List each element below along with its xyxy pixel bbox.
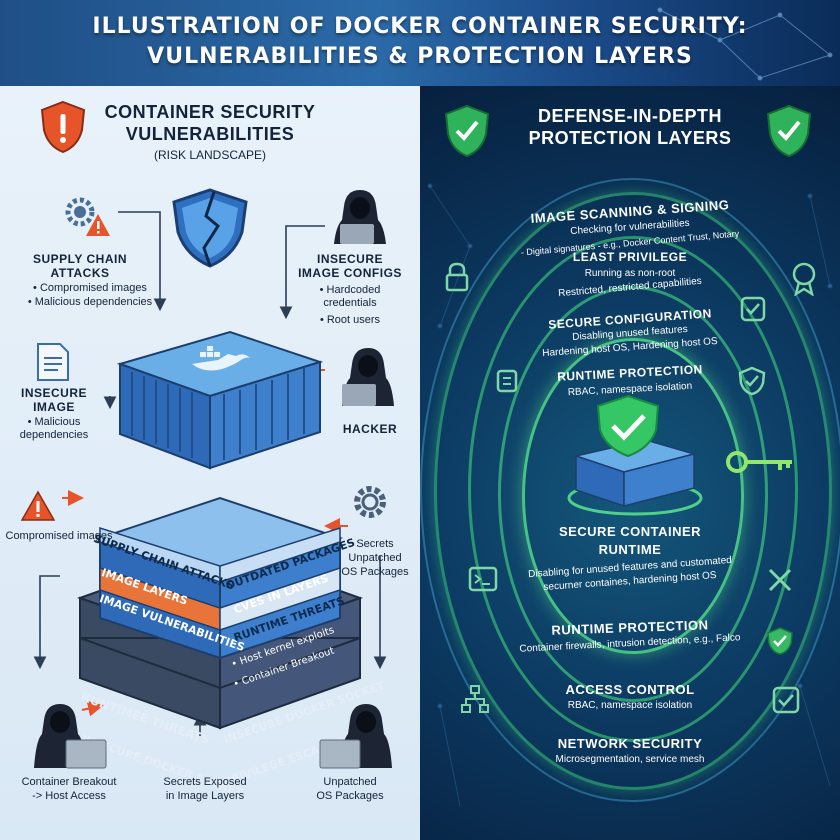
shield-check-icon <box>767 627 793 655</box>
bottom-label: OS Packages <box>316 790 384 802</box>
hacker-icon <box>319 704 392 769</box>
left-title-line1: CONTAINER SECURITY <box>104 102 316 122</box>
layer-text: Microsegmentation, service mesh <box>555 754 705 765</box>
hacker-label: HACKER <box>342 422 398 436</box>
check-shield-icon <box>444 104 490 158</box>
insecure-image-title1: INSECURE <box>20 386 87 400</box>
insecure-configs-item: • Root users <box>319 314 381 326</box>
gear-warning-icon <box>65 197 110 236</box>
supply-chain-item: • Malicious dependencies <box>27 296 153 308</box>
terminal-icon <box>468 566 498 592</box>
check-icon <box>772 686 800 714</box>
layer-text: Running as non-root <box>584 268 676 279</box>
tools-icon <box>768 568 792 592</box>
shield-check-icon <box>738 366 766 396</box>
right-title-line2: PROTECTION LAYERS <box>528 128 732 148</box>
secrets-label: Unpatched <box>348 552 402 564</box>
vulnerabilities-panel: CONTAINER SECURITY VULNERABILITIES (RISK… <box>0 86 420 840</box>
secrets-label: OS Packages <box>341 566 409 578</box>
right-title-line1: DEFENSE-IN-DEPTH <box>537 106 722 126</box>
lock-icon <box>445 262 469 292</box>
bottom-label: -> Host Access <box>32 790 106 802</box>
supply-chain-item: • Compromised images <box>33 282 147 294</box>
key-icon <box>726 451 792 473</box>
bottom-label: Secrets Exposed <box>163 776 247 788</box>
hacker-icon <box>334 190 386 244</box>
network-pattern-icon <box>657 7 833 81</box>
page-title-line1: ILLUSTRATION OF DOCKER CONTAINER SECURIT… <box>92 14 748 39</box>
page-title-line2: VULNERABILITIES & PROTECTION LAYERS <box>147 44 693 69</box>
check-shield-icon <box>766 104 812 158</box>
core-title: RUNTIME <box>598 542 662 557</box>
ring-runtime-protection <box>522 338 744 654</box>
header: ILLUSTRATION OF DOCKER CONTAINER SECURIT… <box>0 0 840 86</box>
supply-chain-title1: SUPPLY CHAIN <box>32 252 128 266</box>
insecure-image-item: dependencies <box>19 429 89 441</box>
ring-secure-configuration <box>498 286 768 702</box>
core-title: SECURE CONTAINER <box>558 524 702 539</box>
layer-title: NETWORK SECURITY <box>557 736 703 751</box>
insecure-image-item: • Malicious <box>27 416 81 428</box>
vulnerability-stack <box>77 496 363 730</box>
cracked-shield-icon <box>172 188 248 268</box>
hacker-icon <box>34 704 107 769</box>
supply-chain-title2: ATTACKS <box>50 266 110 280</box>
protection-panel: DEFENSE-IN-DEPTH PROTECTION LAYERS IMAGE… <box>420 86 840 840</box>
bottom-label: Unpatched <box>323 776 377 788</box>
document-icon <box>37 343 69 381</box>
insecure-image-title2: IMAGE <box>33 400 75 414</box>
insecure-configs-title2: IMAGE CONFIGS <box>298 266 402 280</box>
bottom-label: Container Breakout <box>21 776 117 788</box>
badge-icon <box>792 262 816 296</box>
layer-title: LEAST PRIVILEGE <box>572 250 688 264</box>
hacker-icon <box>342 348 394 406</box>
left-title-line2: VULNERABILITIES <box>125 124 295 144</box>
chip-icon <box>496 369 518 393</box>
bottom-label: in Image Layers <box>165 790 245 802</box>
warning-icon <box>20 490 56 521</box>
insecure-configs-title1: INSECURE <box>316 252 383 266</box>
ring-outer <box>420 178 840 802</box>
warning-shield-icon <box>40 100 86 154</box>
insecure-configs-item: credentials <box>323 297 377 309</box>
gear-icon <box>354 486 386 518</box>
docker-whale-icon <box>192 346 250 371</box>
secure-container-icon <box>567 394 703 516</box>
compromised-images-label: Compromised images <box>5 530 113 542</box>
check-icon <box>740 296 766 322</box>
ring-least-privilege <box>468 236 798 742</box>
secrets-label: Secrets <box>356 538 394 550</box>
layer-title: ACCESS CONTROL <box>565 682 695 697</box>
connector-arrows <box>33 211 387 736</box>
left-subtitle: (RISK LANDSCAPE) <box>153 148 267 162</box>
ring-image-scanning <box>434 192 832 790</box>
docker-container-icon <box>116 330 324 470</box>
layer-text: RBAC, namespace isolation <box>567 700 693 711</box>
network-pattern-icon <box>427 183 833 807</box>
insecure-configs-item: • Hardcoded <box>319 284 381 296</box>
network-icon <box>461 685 489 713</box>
